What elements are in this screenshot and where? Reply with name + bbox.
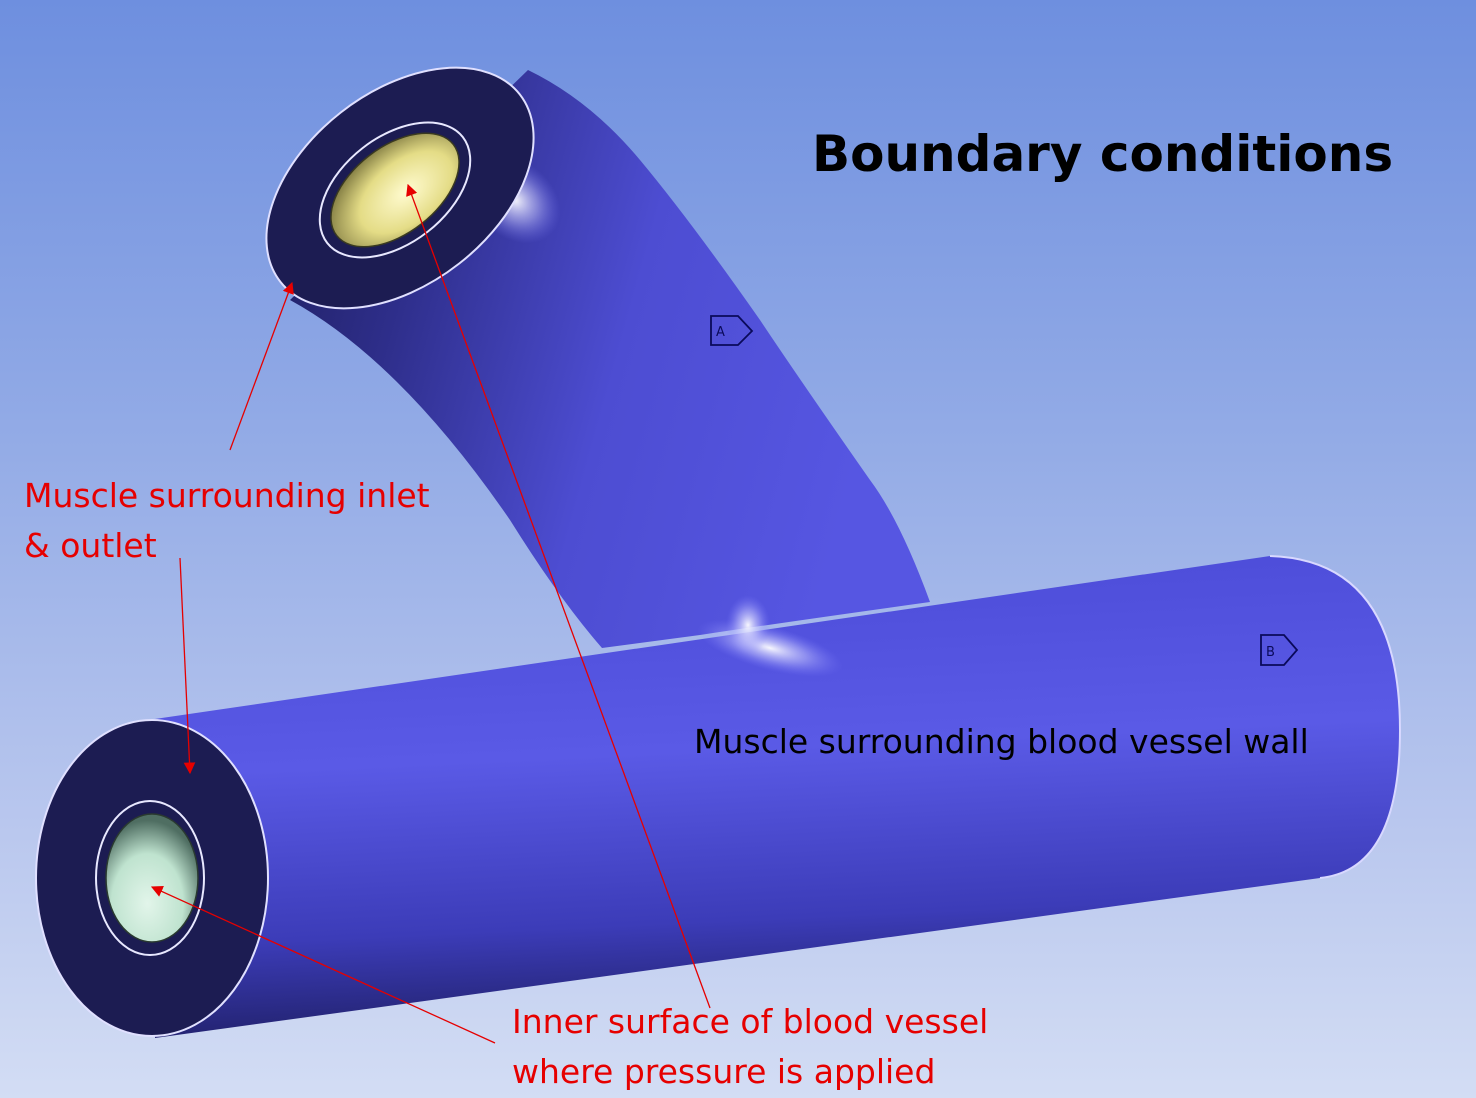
- main-inner-ring: [95, 800, 205, 956]
- annotation-line: Inner surface of blood vessel: [512, 1002, 989, 1041]
- annotation-line: & outlet: [24, 525, 157, 565]
- annotation-inner-surface: Inner surface of blood vessel where pres…: [512, 997, 988, 1096]
- marker-a-label: A: [716, 325, 725, 340]
- annotation-muscle-inlet-outlet: Muscle surrounding inlet & outlet: [24, 471, 430, 570]
- marker-b-label: B: [1266, 645, 1275, 660]
- arrow-outlet-muscle: [179, 557, 196, 775]
- main-inner-surface: [105, 813, 199, 943]
- page-title: Boundary conditions: [812, 125, 1394, 183]
- marker-a: A: [710, 315, 754, 346]
- main-vessel-body: [148, 556, 1400, 1038]
- main-vessel-right-end: [1269, 555, 1402, 879]
- branch-inner-surface: [330, 132, 460, 248]
- annotation-vessel-wall: Muscle surrounding blood vessel wall: [694, 722, 1309, 761]
- annotation-line: Muscle surrounding inlet: [24, 476, 430, 515]
- marker-b: B: [1260, 634, 1299, 666]
- annotation-line: where pressure is applied: [512, 1051, 936, 1091]
- arrow-inlet-muscle: [229, 281, 294, 451]
- arrow-inner-surface-branch: [406, 183, 711, 1009]
- arrow-inner-surface-main: [150, 886, 496, 1044]
- branch-inner-ring: [318, 121, 472, 259]
- junction-highlight-2: [726, 595, 770, 655]
